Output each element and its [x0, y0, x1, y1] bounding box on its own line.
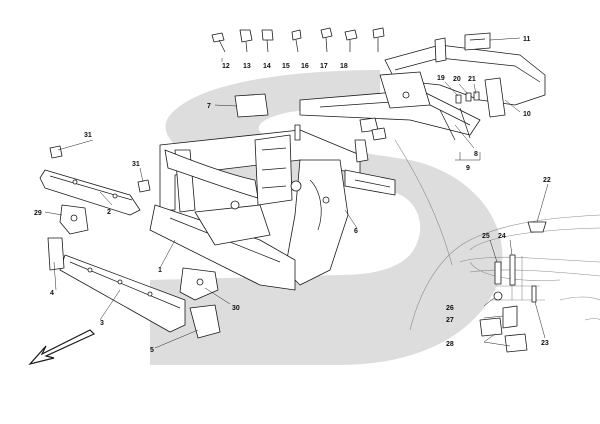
callout-2: 2: [107, 209, 111, 216]
part-2-rail: [39, 169, 141, 216]
leader-lines: [44, 37, 549, 349]
callout-29: 29: [34, 210, 42, 217]
part-3-lower-rail: [59, 254, 186, 333]
callout-25: 25: [482, 233, 490, 240]
callout-17: 17: [320, 63, 328, 70]
callout-23: 23: [541, 340, 549, 347]
callout-31-left: 31: [84, 132, 92, 139]
part-25-bolt: [494, 261, 502, 285]
callout-26: 26: [446, 305, 454, 312]
callout-27: 27: [446, 317, 454, 324]
part-7-pad: [234, 93, 269, 118]
callout-12: 12: [222, 63, 230, 70]
part-28-pad-right: [504, 333, 528, 353]
callout-10: 10: [523, 111, 531, 118]
body-outline: [394, 139, 600, 331]
part-26-washer: [493, 291, 503, 301]
part-31-right: [137, 179, 151, 193]
callout-13: 13: [243, 63, 251, 70]
fastener-row: [211, 27, 385, 53]
part-28-pad-left: [479, 317, 503, 337]
upper-right-subframe: [299, 32, 546, 141]
part-5-block: [189, 304, 221, 339]
callout-9: 9: [466, 165, 470, 172]
callout-1: 1: [158, 267, 162, 274]
callout-19: 19: [437, 75, 445, 82]
callout-30: 30: [232, 305, 240, 312]
part-4-bracket: [47, 237, 65, 271]
small-brackets: [47, 93, 547, 353]
callout-3: 3: [100, 320, 104, 327]
callout-31-right: 31: [132, 161, 140, 168]
front-direction-arrow: [28, 329, 96, 366]
callout-4: 4: [50, 290, 54, 297]
callout-14: 14: [263, 63, 271, 70]
callout-5: 5: [150, 347, 154, 354]
fasteners-19-21: [455, 91, 480, 104]
callout-labels: 1 2 3 4 5 6 7 8 9 10 11 12 13 14 15 16 1…: [34, 36, 551, 354]
callout-24: 24: [498, 233, 506, 240]
part-24-bolt: [509, 254, 516, 286]
callout-18: 18: [340, 63, 348, 70]
part-22-cap: [527, 221, 547, 233]
callout-15: 15: [282, 63, 290, 70]
callout-22: 22: [543, 177, 551, 184]
main-frame: [149, 124, 396, 291]
callout-8: 8: [474, 151, 478, 158]
callout-6: 6: [354, 228, 358, 235]
part-23-bolt: [531, 285, 537, 303]
callout-20: 20: [453, 76, 461, 83]
callout-11: 11: [523, 36, 531, 43]
callout-21: 21: [468, 76, 476, 83]
callout-28: 28: [446, 341, 454, 348]
callout-7: 7: [207, 103, 211, 110]
callout-16: 16: [301, 63, 309, 70]
part-27-plate: [502, 305, 518, 329]
part-31-left: [49, 145, 63, 159]
